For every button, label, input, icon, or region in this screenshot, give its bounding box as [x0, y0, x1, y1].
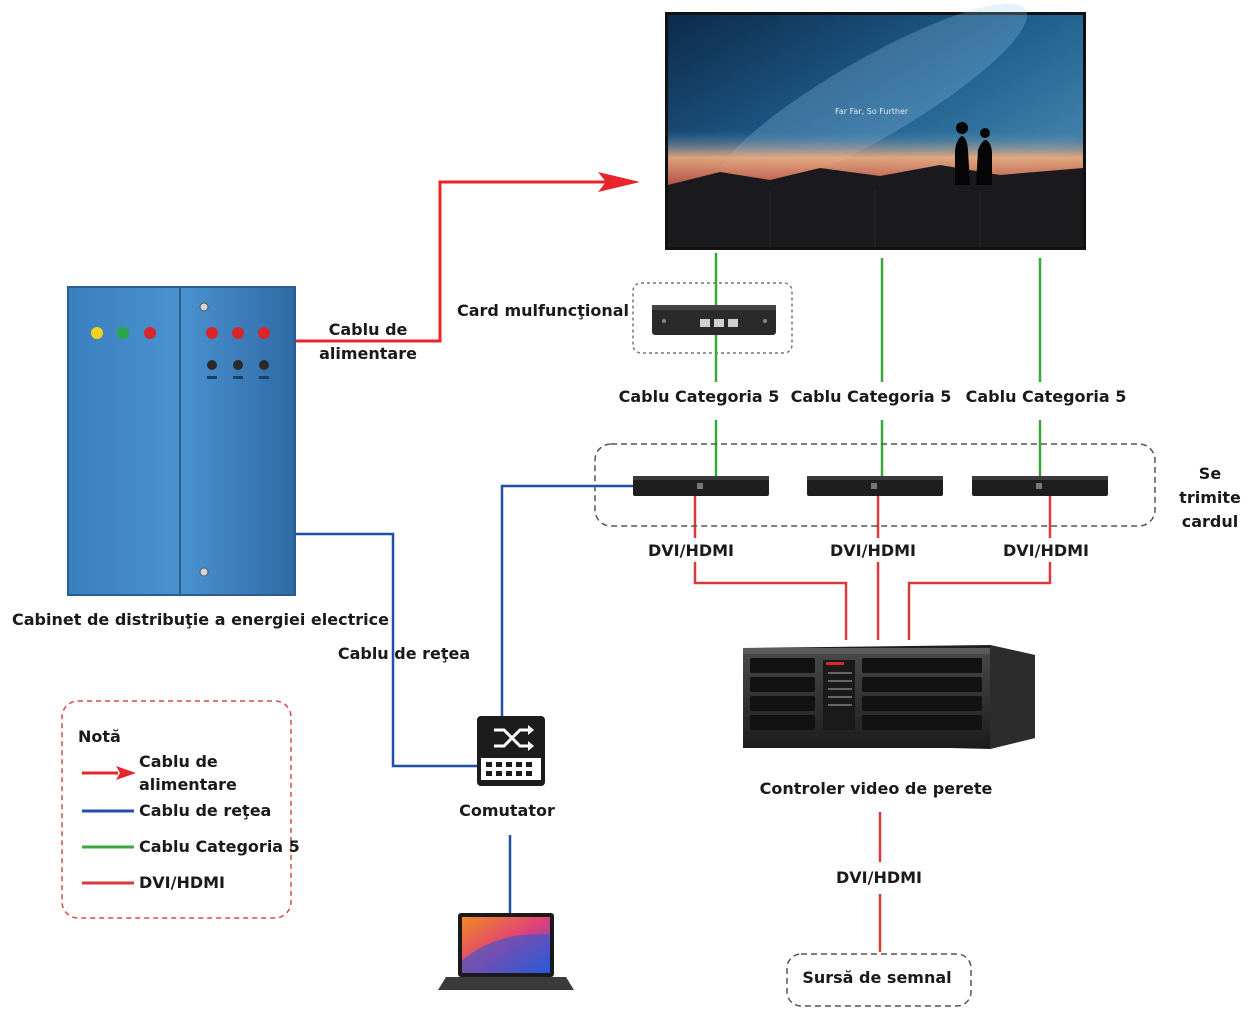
- power-cable-line: [295, 180, 612, 343]
- led-display-screen: [665, 3, 1086, 250]
- dvi-line-1-bottom: [693, 562, 848, 640]
- legend-item-cat5: Cablu Categoria 5: [139, 837, 300, 856]
- sending-card-device-2: [807, 476, 943, 496]
- legend-swatch-power-arrowhead: [116, 766, 136, 780]
- legend-item-power: Cablu de alimentare: [139, 752, 237, 794]
- dvi-label-3: DVI/HDMI: [1002, 541, 1090, 560]
- power-cable-arrowhead: [598, 172, 640, 192]
- sending-card-label: Se trimite cardul: [1179, 464, 1241, 531]
- multifunction-card-frame: [632, 282, 793, 354]
- network-switch: [477, 716, 545, 786]
- controller-label: Controler video de perete: [759, 779, 993, 798]
- network-cable-switch-sender: [500, 484, 633, 716]
- dvi-label-2: DVI/HDMI: [829, 541, 917, 560]
- sending-card-device-1: [633, 476, 769, 496]
- laptop: [438, 913, 574, 990]
- power-cable-label: Cablu de alimentare: [319, 320, 417, 363]
- cat5-label-2: Cablu Categoria 5: [790, 387, 952, 406]
- legend-item-dvi: DVI/HDMI: [139, 873, 226, 892]
- legend-title: Notă: [78, 727, 121, 746]
- switch-label: Comutator: [459, 801, 555, 820]
- dvi-label-1: DVI/HDMI: [647, 541, 735, 560]
- cat5-label-3: Cablu Categoria 5: [965, 387, 1127, 406]
- network-cable-label: Cablu de reţea: [337, 644, 471, 663]
- signal-source-frame: [786, 953, 972, 1007]
- cat5-label-1: Cablu Categoria 5: [618, 387, 780, 406]
- multifunction-card-device: [652, 305, 776, 335]
- video-wall-controller: [743, 645, 1035, 749]
- signal-source-label: Sursă de semnal: [802, 968, 952, 987]
- screen-caption: Far Far, So Further: [835, 107, 909, 116]
- legend-item-network: Cablu de reţea: [139, 801, 272, 820]
- cabinet-label: Cabinet de distribuţie a energiei electr…: [12, 610, 389, 629]
- dvi-line-3-bottom: [907, 562, 1052, 640]
- dvi-label-4: DVI/HDMI: [835, 868, 923, 887]
- multifunction-card-label: Card mulfuncţional: [457, 301, 630, 320]
- network-cable-cabinet-switch: [295, 532, 477, 768]
- sending-card-frame: [594, 443, 1156, 527]
- distribution-cabinet: [67, 286, 296, 596]
- sending-card-device-3: [972, 476, 1108, 496]
